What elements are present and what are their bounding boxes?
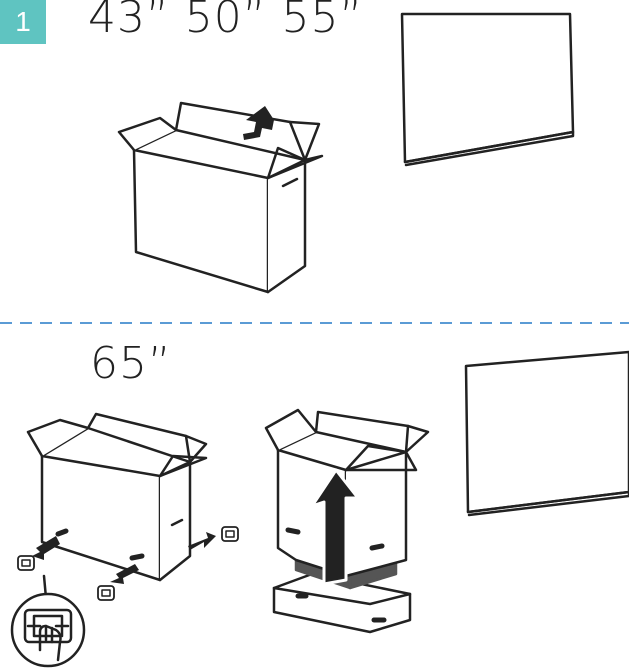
tv-panel-icon [400, 12, 575, 167]
lift-up-arrow-large-icon [310, 468, 360, 586]
step-number: 1 [15, 6, 31, 37]
tv-panel-65-icon [464, 350, 629, 517]
remove-clip-arrows-icon [32, 532, 216, 584]
clip-icon [17, 526, 239, 601]
step-badge: 1 [0, 0, 46, 44]
box-with-handles-icon [26, 412, 208, 582]
box-open-top-icon [117, 101, 324, 294]
hand-pressing-clip-icon [10, 574, 86, 668]
size-label-small-tvs: 43” 50” 55” [88, 0, 364, 43]
size-label-65: 65” [90, 338, 172, 389]
lift-up-arrow-icon [243, 106, 274, 140]
